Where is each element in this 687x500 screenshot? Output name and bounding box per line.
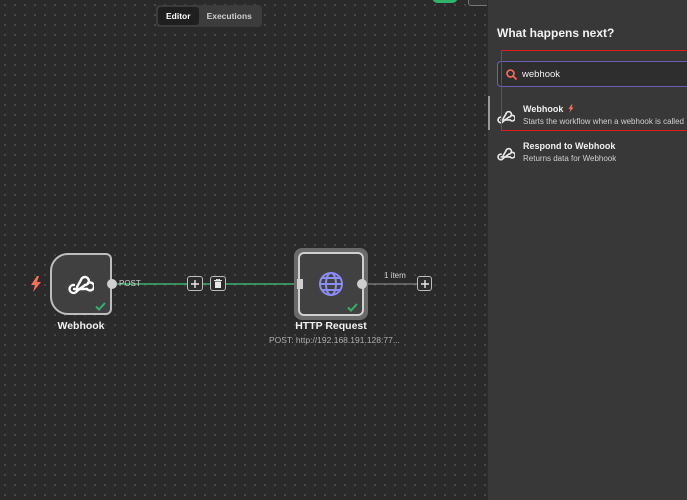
top-active-toggle[interactable] xyxy=(432,0,458,3)
http-input-handle[interactable] xyxy=(297,279,303,289)
panel-title: What happens next? xyxy=(497,26,615,40)
result-item-webhook[interactable]: Webhook Starts the workflow when a webho… xyxy=(488,100,687,136)
lightning-icon xyxy=(31,276,41,292)
webhook-node-label: Webhook xyxy=(57,320,105,332)
workflow-canvas[interactable]: Editor Executions POST Webhook xyxy=(0,0,487,500)
node-creator-panel: What happens next? Webhook Starts t xyxy=(487,0,687,500)
plus-icon xyxy=(191,279,199,288)
result-description: Starts the workflow when a webhook is ca… xyxy=(523,117,684,126)
http-request-node[interactable] xyxy=(298,252,364,316)
http-node-subtitle: POST: http://192.168.191.128:77... xyxy=(269,335,400,345)
lightning-icon xyxy=(568,104,574,113)
result-item-respond-to-webhook[interactable]: Respond to Webhook Returns data for Webh… xyxy=(488,137,687,173)
selected-indicator xyxy=(488,96,490,130)
webhook-node[interactable] xyxy=(50,253,112,315)
result-title: Respond to Webhook xyxy=(523,141,616,151)
globe-icon xyxy=(319,272,343,296)
mode-toggle: Editor Executions xyxy=(156,5,262,27)
add-node-button[interactable] xyxy=(187,276,203,291)
http-output-handle[interactable] xyxy=(356,278,368,290)
search-input[interactable] xyxy=(522,66,682,83)
webhook-icon xyxy=(68,275,94,295)
check-icon xyxy=(95,302,106,311)
trash-icon xyxy=(214,279,222,288)
search-box[interactable] xyxy=(497,61,687,87)
check-icon xyxy=(347,303,358,312)
webhook-output-handle[interactable] xyxy=(106,278,118,290)
webhook-output-label: POST xyxy=(119,279,141,288)
connection-lines xyxy=(117,280,418,288)
webhook-icon xyxy=(497,110,515,124)
http-node-label: HTTP Request xyxy=(295,320,367,332)
http-output-items-label: 1 item xyxy=(384,271,406,280)
search-icon xyxy=(506,69,517,80)
tab-executions[interactable]: Executions xyxy=(206,11,252,21)
plus-icon xyxy=(420,279,429,288)
result-description: Returns data for Webhook xyxy=(523,154,617,163)
webhook-icon xyxy=(497,147,515,161)
delete-connection-button[interactable] xyxy=(210,276,226,291)
tab-editor[interactable]: Editor xyxy=(158,7,199,25)
result-title: Webhook xyxy=(523,104,574,114)
add-next-node-button[interactable] xyxy=(417,276,432,291)
